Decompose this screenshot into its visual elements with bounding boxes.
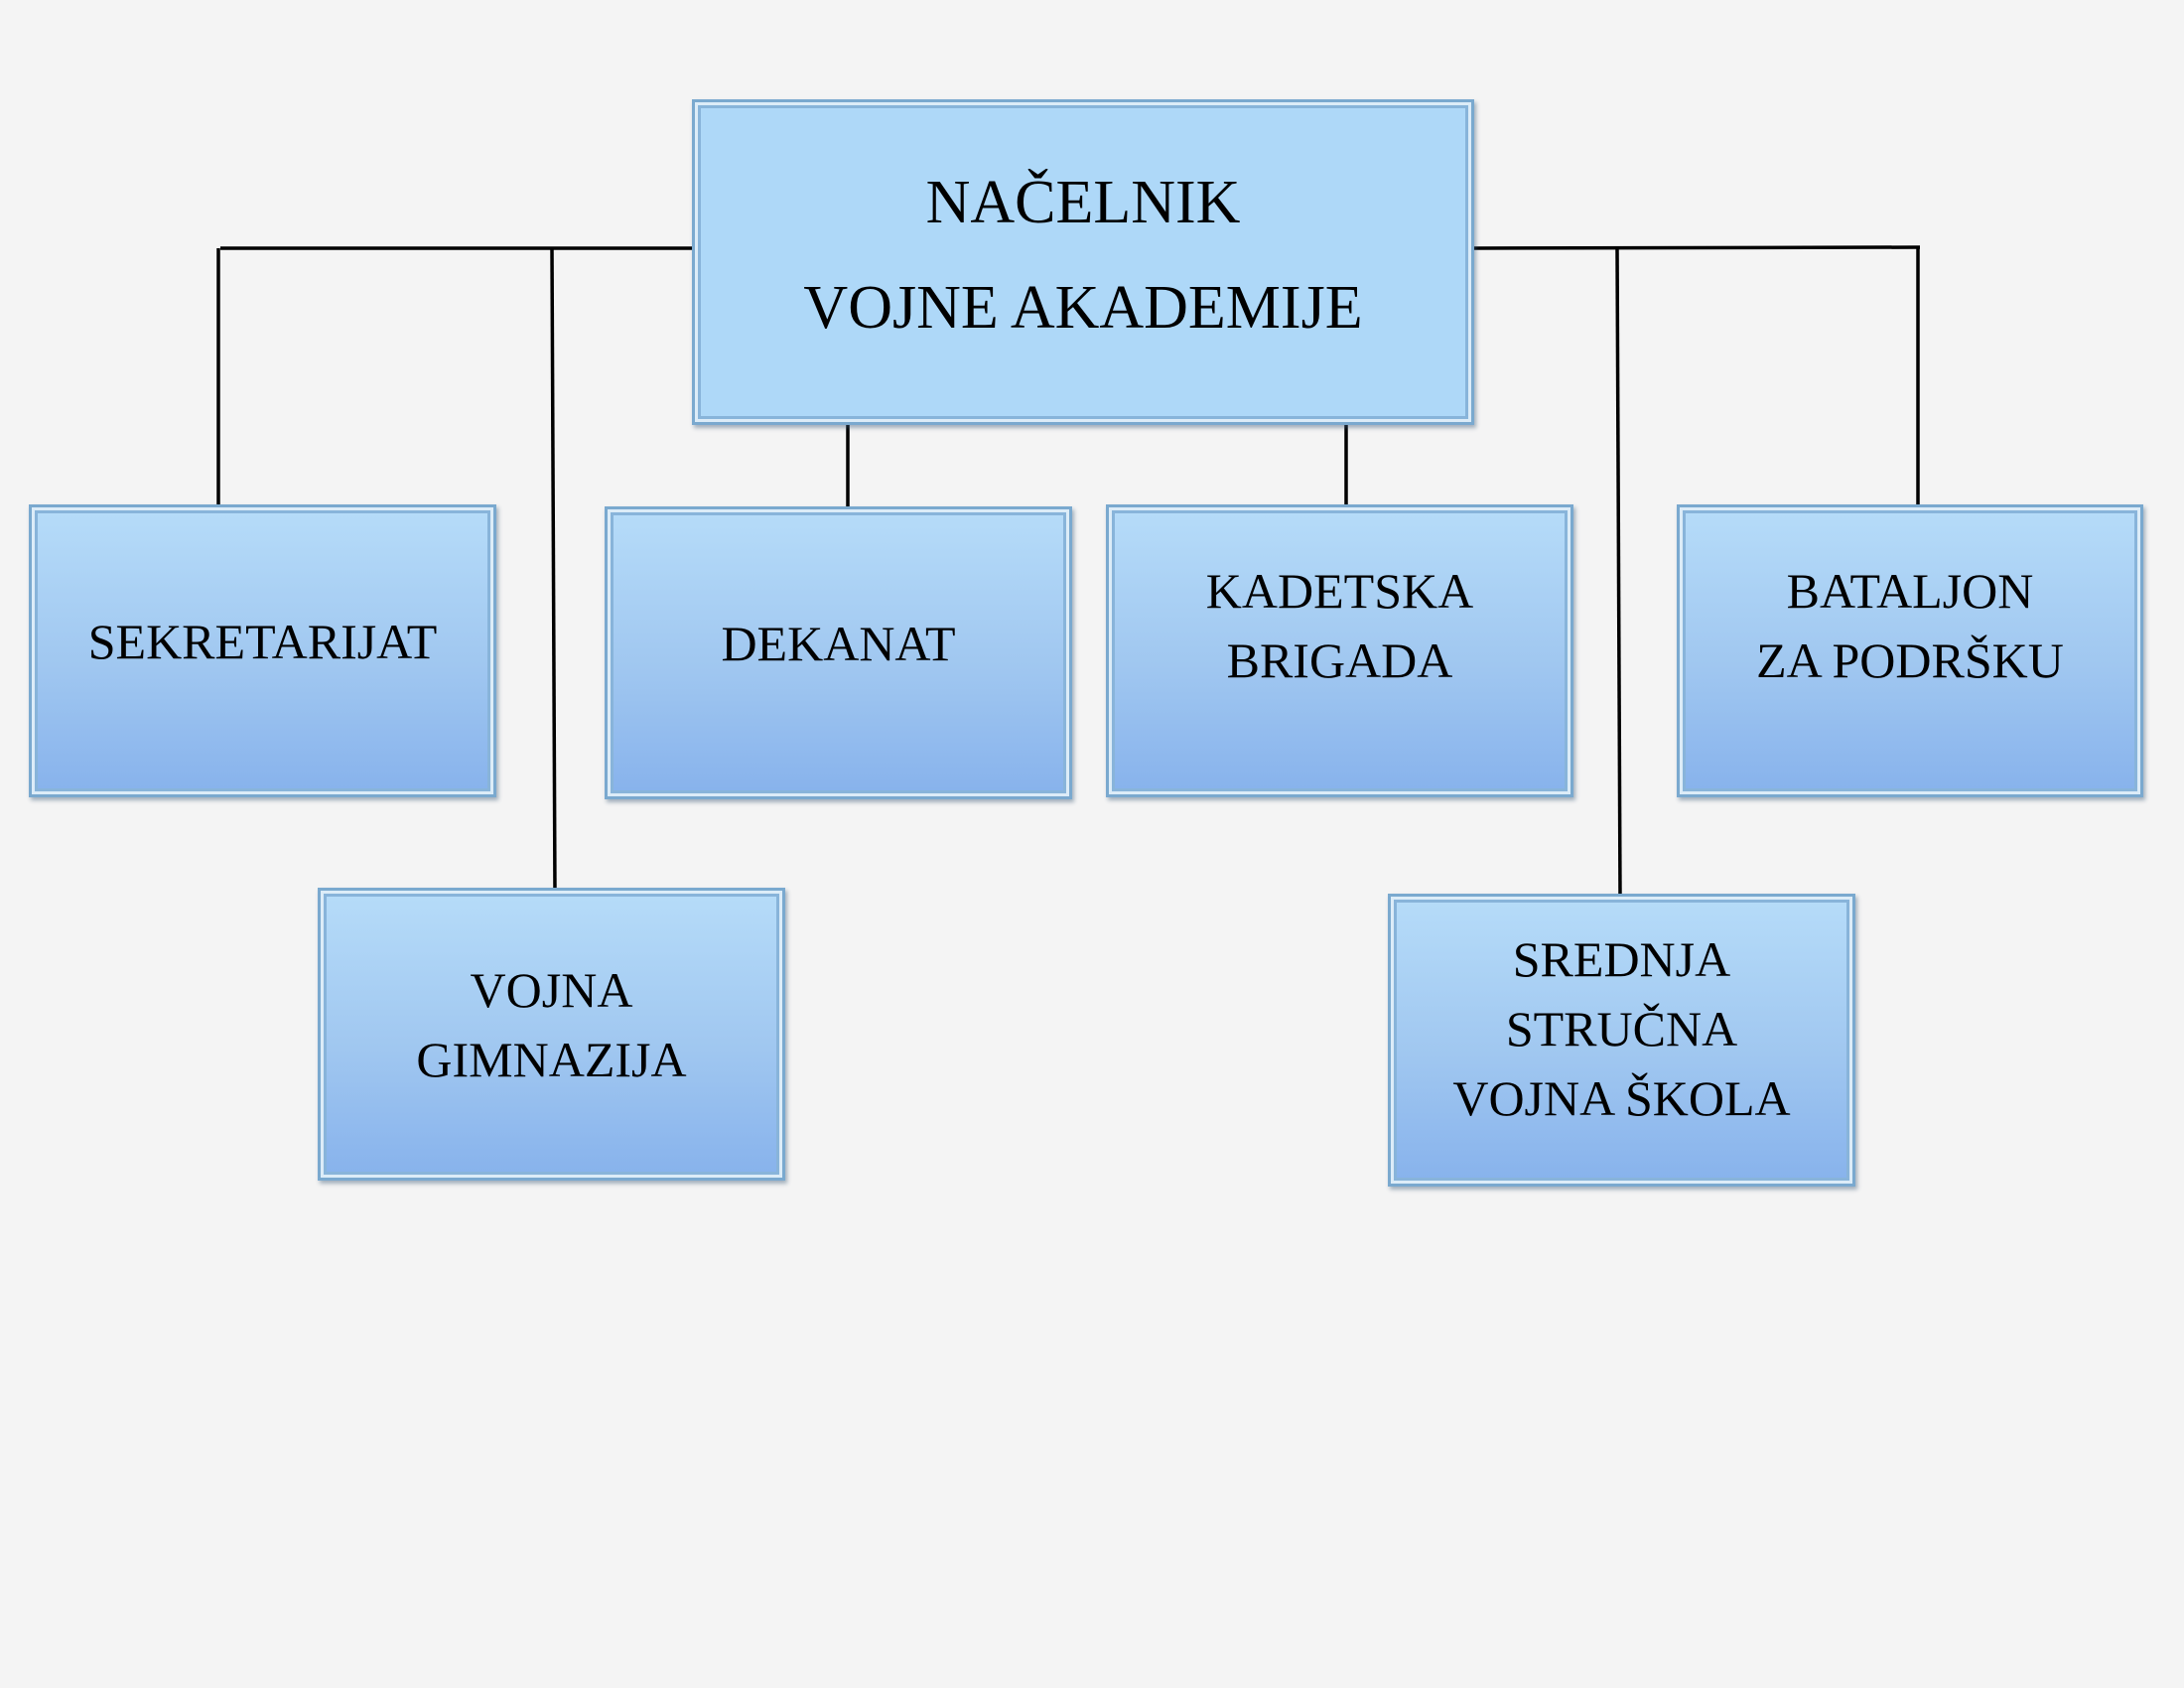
node-label-line: GIMNAZIJA	[416, 1031, 687, 1087]
node-label-line: DEKANAT	[721, 615, 956, 671]
node-bataljon-za-podrsku: BATALJON ZA PODRŠKU	[1677, 504, 2143, 797]
node-dekanat: DEKANAT	[605, 506, 1072, 799]
node-label-line: KADETSKA	[1205, 562, 1474, 619]
node-vojna-gimnazija: VOJNA GIMNAZIJA	[318, 888, 785, 1181]
node-nacelnik-vojne-akademije: NAČELNIK VOJNE AKADEMIJE	[692, 99, 1474, 425]
node-label-line: VOJNE AKADEMIJE	[803, 274, 1363, 342]
node-label-line: VOJNA ŠKOLA	[1452, 1069, 1791, 1126]
node-label-line: BRIGADA	[1226, 632, 1453, 688]
connector-root-right-horizontal	[1472, 245, 1921, 250]
node-label-line: STRUČNA	[1505, 1000, 1738, 1056]
node-srednja-strucna-vojna-skola: SREDNJA STRUČNA VOJNA ŠKOLA	[1388, 894, 1855, 1187]
node-label-line: BATALJON	[1786, 562, 2034, 619]
node-label-line: SREDNJA	[1512, 930, 1731, 987]
connector-to-srednja-strucna-vojna-skola	[1615, 247, 1622, 899]
node-label-line: SEKRETARIJAT	[87, 613, 438, 669]
node-sekretarijat: SEKRETARIJAT	[29, 504, 496, 797]
node-label-line: VOJNA	[470, 961, 633, 1018]
node-label-line: NAČELNIK	[925, 169, 1241, 236]
node-kadetska-brigada: KADETSKA BRIGADA	[1106, 504, 1573, 797]
node-label-line: ZA PODRŠKU	[1756, 632, 2064, 688]
connector-to-vojna-gimnazija	[550, 247, 557, 895]
